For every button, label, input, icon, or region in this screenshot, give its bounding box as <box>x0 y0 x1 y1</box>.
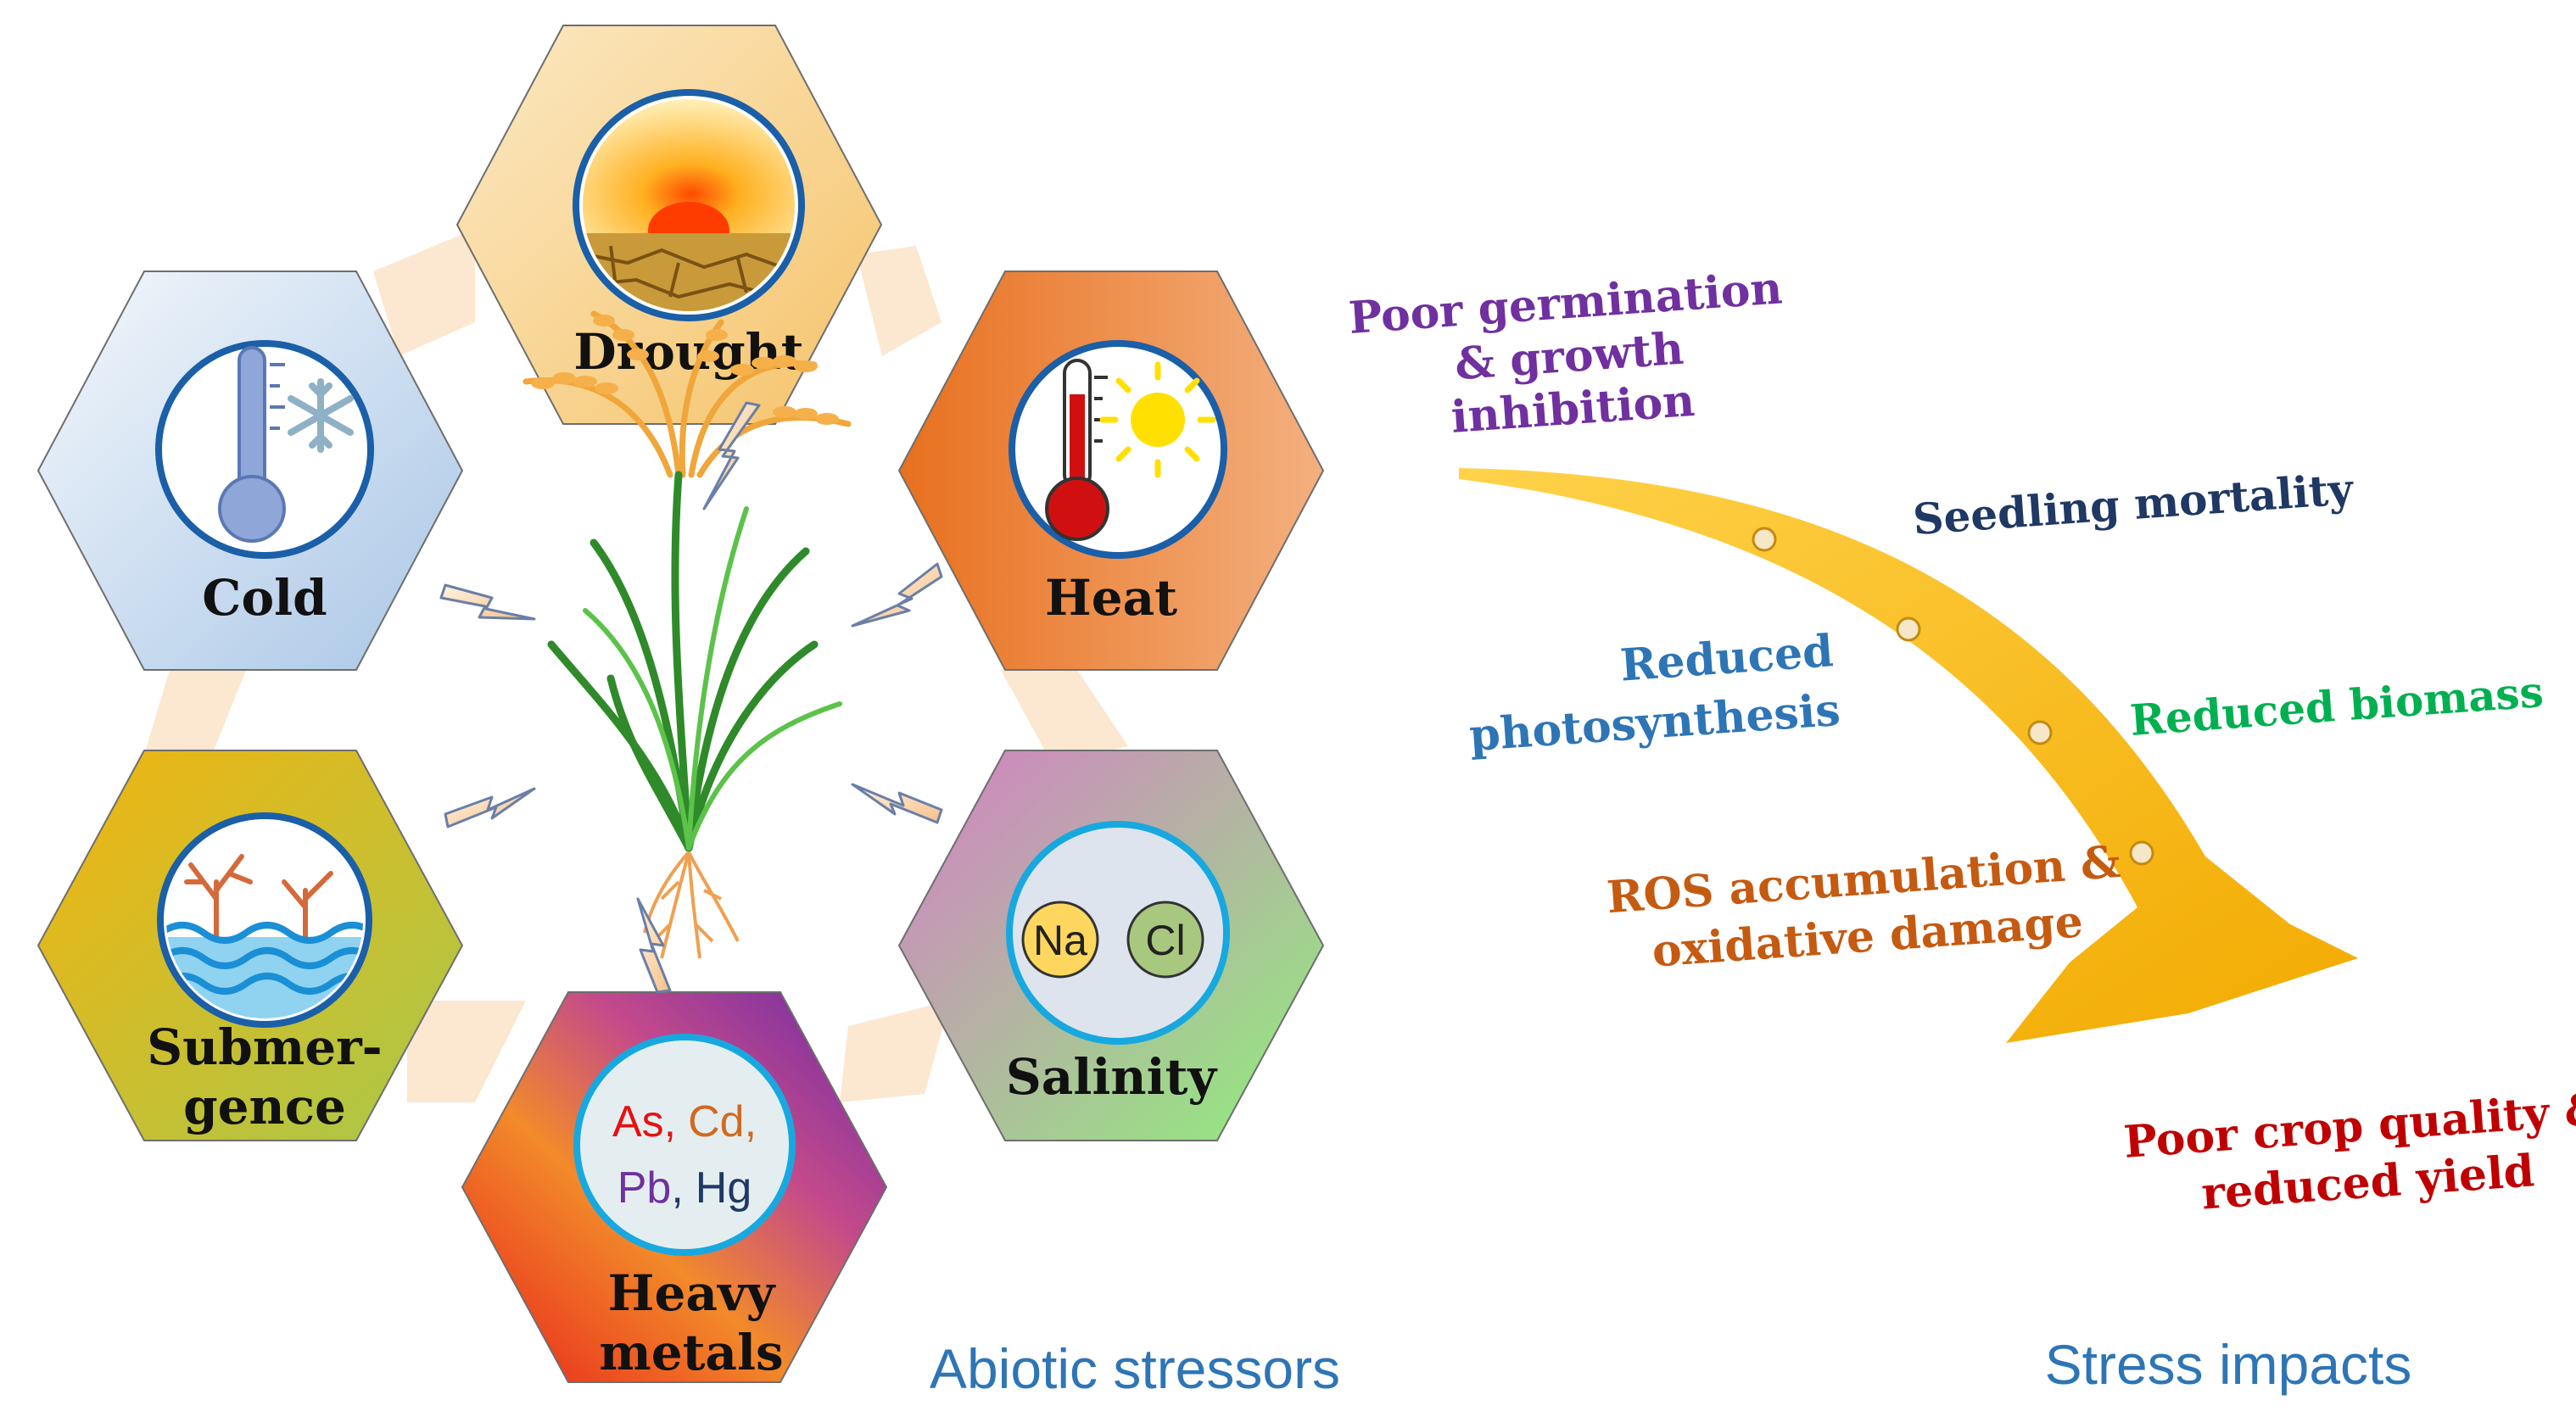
submergence-label-line1: Submer- <box>147 1018 383 1076</box>
drought-icon <box>573 89 805 321</box>
bolt-submergence <box>444 787 536 828</box>
salinity-label: Salinity <box>1006 1048 1219 1106</box>
stress-impacts-heading: Stress impacts <box>2045 1333 2412 1396</box>
lightning-bolts <box>439 401 943 994</box>
arsenic-label: As, <box>612 1097 676 1146</box>
heavy-metals-hexagon: As,Cd, Pb, Hg Heavy metals <box>461 991 888 1383</box>
metals-row-2: Pb, Hg <box>617 1163 752 1213</box>
stress-impact-labels: Poor germination & growth inhibition See… <box>1347 262 2576 1219</box>
heat-hexagon: Heat <box>897 271 1325 671</box>
rice-plant-illustration <box>522 310 852 959</box>
impact-photosynthesis-line2: photosynthesis <box>1467 684 1841 761</box>
impact-reduced-biomass: Reduced biomass <box>2128 667 2545 745</box>
abiotic-stressors-heading: Abiotic stressors <box>930 1337 1340 1400</box>
heat-icon <box>1009 340 1227 559</box>
metals-row-1: As,Cd, <box>612 1097 757 1146</box>
chloride-label: Cl <box>1145 917 1185 964</box>
lead-label: Pb <box>617 1163 672 1213</box>
hexagon-connectors <box>144 229 1128 1102</box>
impact-photosynthesis-line1: Reduced <box>1618 625 1835 691</box>
sun-icon <box>1099 361 1216 478</box>
salinity-icon: Na Cl <box>1006 821 1230 1045</box>
cold-hexagon: Cold <box>36 271 464 671</box>
bolt-salinity <box>851 783 943 824</box>
heat-label: Heat <box>1045 569 1177 627</box>
roots <box>643 851 740 959</box>
salinity-hexagon: Na Cl Salinity <box>897 750 1325 1141</box>
snowflake-icon <box>288 378 354 453</box>
impact-arrow <box>1459 468 2358 1043</box>
bolt-heat <box>851 562 943 628</box>
cold-icon <box>155 340 374 559</box>
submergence-icon <box>157 812 372 1028</box>
heavy-metals-label-line2: metals <box>599 1324 783 1381</box>
bolt-drought <box>702 401 761 510</box>
arrow-milestone-dots <box>1752 527 2154 866</box>
metals-comma: , <box>671 1163 683 1213</box>
drought-label: Drought <box>573 323 803 381</box>
mercury-label: Hg <box>696 1163 752 1213</box>
submergence-hexagon: Submer- gence <box>36 750 464 1141</box>
impact-seedling-mortality: Seedling mortality <box>1911 464 2355 544</box>
bolt-heavy-metals <box>636 897 672 994</box>
heavy-metals-icon: As,Cd, Pb, Hg <box>573 1034 796 1256</box>
submergence-label-line2: gence <box>183 1078 346 1135</box>
cadmium-label: Cd, <box>688 1097 757 1146</box>
sodium-label: Na <box>1033 917 1087 964</box>
bolt-cold <box>439 583 536 621</box>
cold-label: Cold <box>202 569 327 627</box>
heavy-metals-label-line1: Heavy <box>608 1264 777 1322</box>
drought-hexagon: Drought <box>455 25 883 425</box>
